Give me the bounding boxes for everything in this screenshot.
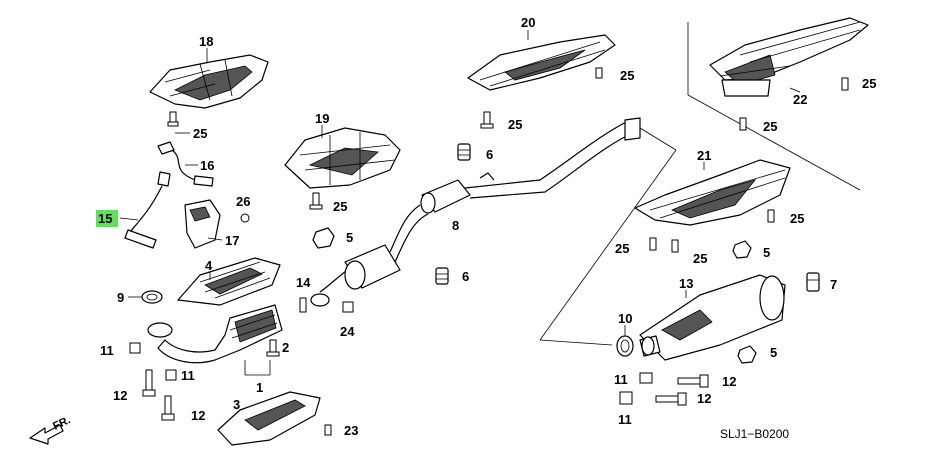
nut-11-c[interactable] — [639, 372, 653, 384]
rubber-mount-6-b[interactable] — [435, 267, 449, 285]
callout-9[interactable]: 9 — [117, 290, 124, 305]
bolt-25-d[interactable] — [480, 111, 494, 129]
gasket-10[interactable] — [616, 335, 634, 357]
bolt-25-a[interactable] — [167, 111, 179, 127]
callout-25[interactable]: 25 — [193, 126, 207, 141]
nut-11-b[interactable] — [165, 369, 177, 381]
lower-cover-3[interactable] — [217, 391, 321, 446]
leader-lines — [119, 30, 801, 336]
callout-20[interactable]: 20 — [521, 15, 535, 30]
heat-shield-18[interactable] — [149, 54, 269, 109]
bolt-23[interactable] — [324, 424, 332, 436]
converter-assembly-1[interactable] — [147, 304, 283, 364]
callout-16[interactable]: 16 — [200, 158, 214, 173]
callout-3[interactable]: 3 — [233, 397, 240, 412]
nut-11-d[interactable] — [619, 391, 633, 405]
callout-11[interactable]: 11 — [618, 412, 632, 427]
callout-18[interactable]: 18 — [199, 34, 213, 49]
callout-25[interactable]: 25 — [333, 199, 347, 214]
heat-shield-19[interactable] — [284, 127, 401, 189]
oxygen-sensor-15[interactable] — [124, 171, 171, 249]
bracket-17[interactable] — [184, 199, 221, 249]
bolt-25-b[interactable] — [309, 192, 323, 210]
callout-25[interactable]: 25 — [508, 117, 522, 132]
callout-19[interactable]: 19 — [315, 111, 329, 126]
gasket-24[interactable] — [342, 301, 354, 313]
bolt-25-g[interactable] — [767, 209, 775, 223]
callout-8[interactable]: 8 — [452, 218, 459, 233]
callout-25[interactable]: 25 — [862, 76, 876, 91]
nut-5-c[interactable] — [737, 345, 757, 364]
callout-6[interactable]: 6 — [486, 147, 493, 162]
stud-14[interactable] — [299, 297, 307, 313]
callout-15[interactable]: 15 — [98, 211, 112, 226]
muffler-13[interactable] — [639, 274, 786, 361]
front-direction-label: FR. — [51, 414, 72, 432]
callout-4[interactable]: 4 — [205, 258, 213, 273]
callout-1[interactable]: 1 — [256, 380, 263, 395]
heat-shield-21[interactable] — [634, 159, 791, 226]
bolt-25-i[interactable] — [671, 239, 679, 253]
callout-11[interactable]: 11 — [100, 343, 114, 358]
highlight-box-15 — [96, 210, 118, 227]
callout-25[interactable]: 25 — [620, 68, 634, 83]
callout-25[interactable]: 25 — [615, 241, 629, 256]
bolt-12-b[interactable] — [161, 395, 175, 421]
callout-12[interactable]: 12 — [722, 374, 736, 389]
callout-26[interactable]: 26 — [236, 194, 250, 209]
bolt-2[interactable] — [266, 339, 280, 357]
center-pipe-8[interactable] — [310, 117, 641, 307]
callout-11[interactable]: 11 — [181, 368, 195, 383]
callout-10[interactable]: 10 — [618, 311, 632, 326]
callout-6[interactable]: 6 — [462, 269, 469, 284]
nut-5-b[interactable] — [732, 240, 752, 259]
callout-25[interactable]: 25 — [693, 251, 707, 266]
callout-12[interactable]: 12 — [113, 388, 127, 403]
callout-24[interactable]: 24 — [340, 324, 355, 339]
callout-23[interactable]: 23 — [344, 423, 358, 438]
nut-5-a[interactable] — [312, 227, 335, 249]
callout-labels: 18 25 16 26 15 17 4 9 11 11 12 12 2 1 3 … — [98, 15, 876, 438]
bolt-12-c[interactable] — [677, 374, 709, 388]
heat-shield-22[interactable] — [709, 17, 869, 97]
drawing-code: SLJ1−B0200 — [720, 427, 789, 441]
callout-5[interactable]: 5 — [346, 230, 353, 245]
bolt-25-f[interactable] — [739, 117, 747, 131]
callout-22[interactable]: 22 — [793, 92, 807, 107]
callout-13[interactable]: 13 — [679, 276, 693, 291]
bolt-25-h[interactable] — [649, 237, 657, 251]
oxygen-sensor-16[interactable] — [157, 141, 214, 187]
callout-5[interactable]: 5 — [770, 345, 777, 360]
callout-17[interactable]: 17 — [225, 233, 239, 248]
callout-12[interactable]: 12 — [191, 408, 205, 423]
nut-26[interactable] — [240, 213, 250, 223]
catalyst-cover-4[interactable] — [177, 257, 281, 306]
callout-25[interactable]: 25 — [790, 211, 804, 226]
callout-12[interactable]: 12 — [697, 391, 711, 406]
bolt-25-e[interactable] — [841, 77, 849, 91]
bolt-12-a[interactable] — [142, 369, 156, 397]
callout-14[interactable]: 14 — [296, 275, 311, 290]
rubber-mount-7[interactable] — [806, 272, 820, 292]
callout-7[interactable]: 7 — [830, 277, 837, 292]
front-direction-arrow: FR. — [29, 414, 72, 445]
bolt-25-c[interactable] — [595, 67, 603, 79]
rubber-mount-6-a[interactable] — [457, 143, 471, 161]
heat-shield-20[interactable] — [467, 34, 616, 91]
callout-25[interactable]: 25 — [763, 119, 777, 134]
callout-2[interactable]: 2 — [282, 340, 289, 355]
callout-21[interactable]: 21 — [697, 148, 711, 163]
inset-frame-lines — [539, 22, 861, 346]
callout-5[interactable]: 5 — [763, 245, 770, 260]
gasket-9[interactable] — [141, 290, 163, 304]
nut-11-a[interactable] — [129, 342, 141, 354]
callout-11[interactable]: 11 — [614, 372, 628, 387]
bolt-12-d[interactable] — [655, 392, 687, 406]
